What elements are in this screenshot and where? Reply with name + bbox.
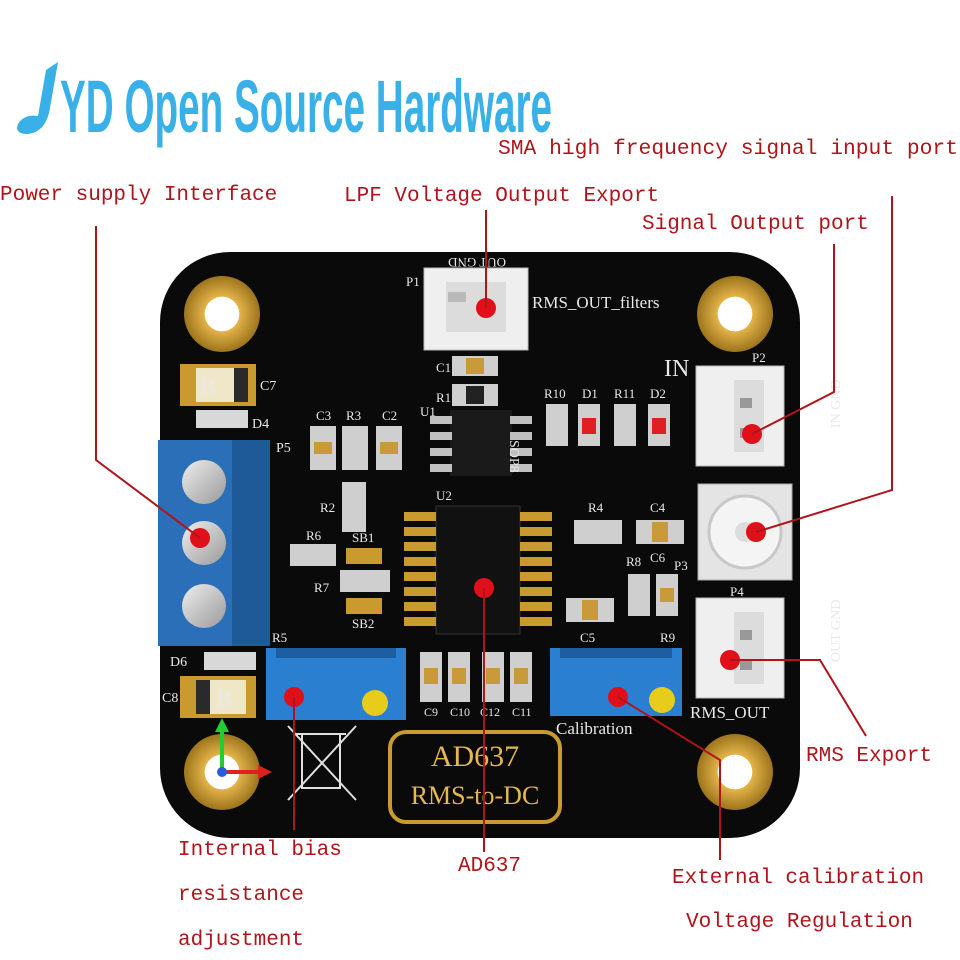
p2-pins-label: IN GND xyxy=(829,379,844,428)
filter-label: RMS_OUT_filters xyxy=(532,293,660,312)
diode-d4 xyxy=(196,410,248,428)
resistor-r10 xyxy=(546,404,568,446)
capacitor-array xyxy=(420,652,532,702)
in-label: IN xyxy=(664,356,689,382)
svg-text:R4: R4 xyxy=(588,500,604,515)
p1-pins-label: OUT GND xyxy=(448,255,506,270)
origin-axes-icon xyxy=(215,718,272,779)
chip-title: AD637 xyxy=(431,740,519,773)
potentiometer-r5 xyxy=(266,648,406,720)
adjust-screw-icon xyxy=(649,687,675,713)
svg-text:D1: D1 xyxy=(582,386,598,401)
svg-text:C11: C11 xyxy=(512,705,532,719)
u2-label: U2 xyxy=(436,488,452,503)
logo: YD Open Source Hardware xyxy=(17,62,552,148)
resistor-r7 xyxy=(340,570,390,592)
resistor-r11 xyxy=(614,404,636,446)
p4-pins-label: OUT GND xyxy=(829,600,844,662)
label-internal-bias-3: adjustment xyxy=(178,929,304,952)
c1-label: C1 xyxy=(436,360,451,375)
solder-bridge-sb2 xyxy=(346,598,382,614)
svg-text:P2: P2 xyxy=(752,350,766,365)
screw-icon xyxy=(182,460,226,504)
label-external-cal-2: Voltage Regulation xyxy=(686,911,913,934)
resistor-r4 xyxy=(574,520,622,544)
adjust-screw-icon xyxy=(362,690,388,716)
svg-text:C4: C4 xyxy=(650,500,666,515)
connector-p1 xyxy=(423,267,529,351)
connector-p4 xyxy=(695,597,785,699)
svg-text:C6: C6 xyxy=(650,550,666,565)
svg-text:R5: R5 xyxy=(272,630,287,645)
mounting-hole-top-left xyxy=(184,276,260,352)
label-internal-bias-1: Internal bias xyxy=(178,839,342,862)
svg-text:R7: R7 xyxy=(314,580,330,595)
screw-icon xyxy=(182,584,226,628)
p1-label: P1 xyxy=(406,274,420,289)
svg-text:R11: R11 xyxy=(614,386,635,401)
chip-title-box: AD637 RMS-to-DC xyxy=(388,730,562,824)
label-sma-input: SMA high frequency signal input port xyxy=(498,138,958,161)
svg-text:SOP8: SOP8 xyxy=(506,440,521,473)
svg-text:C2: C2 xyxy=(382,408,397,423)
tantalum-capacitor-c8: B xyxy=(180,676,256,718)
calibration-label: Calibration xyxy=(556,719,633,738)
svg-text:B: B xyxy=(216,687,232,713)
svg-text:SB2: SB2 xyxy=(352,616,374,631)
svg-text:R10: R10 xyxy=(544,386,566,401)
d4-label: D4 xyxy=(252,417,269,432)
svg-text:R3: R3 xyxy=(346,408,361,423)
svg-text:C9: C9 xyxy=(424,705,438,719)
svg-text:R8: R8 xyxy=(626,554,641,569)
chip-subtitle: RMS-to-DC xyxy=(411,781,540,810)
label-internal-bias-2: resistance xyxy=(178,884,304,907)
mounting-hole-bottom-right xyxy=(697,734,773,810)
resistor-r8 xyxy=(628,574,650,616)
ad637-chip-u2 xyxy=(404,505,552,635)
u1-label: U1 xyxy=(420,404,436,419)
tantalum-capacitor-c7: B xyxy=(180,364,256,406)
logo-text: YD Open Source Hardware xyxy=(60,65,552,148)
sop8-chip-u1: SOP8 xyxy=(430,410,532,476)
d6-label: D6 xyxy=(170,655,187,670)
c8-label: C8 xyxy=(162,691,178,706)
mounting-hole-top-right xyxy=(697,276,773,352)
sma-connector xyxy=(697,483,793,581)
leader-lines xyxy=(95,196,893,860)
pcb-board: B C7 D4 P5 D6 B C8 OUT GND xyxy=(158,252,844,838)
svg-text:SB1: SB1 xyxy=(352,530,374,545)
svg-text:B: B xyxy=(200,375,216,401)
rms-out-label: RMS_OUT xyxy=(690,703,770,722)
label-lpf-output: LPF Voltage Output Export xyxy=(344,185,659,208)
label-power-supply: Power supply Interface xyxy=(0,184,277,207)
label-rms-export: RMS Export xyxy=(806,745,932,768)
label-ad637: AD637 xyxy=(458,855,521,878)
svg-text:C3: C3 xyxy=(316,408,331,423)
svg-text:C10: C10 xyxy=(450,705,470,719)
svg-text:P4: P4 xyxy=(730,584,744,599)
resistor-r3 xyxy=(342,426,368,470)
svg-text:R6: R6 xyxy=(306,528,322,543)
svg-text:C12: C12 xyxy=(480,705,500,719)
c7-label: C7 xyxy=(260,379,276,394)
diode-d6 xyxy=(204,652,256,670)
callouts: Power supply Interface LPF Voltage Outpu… xyxy=(0,138,958,952)
label-external-cal-1: External calibration xyxy=(672,867,924,890)
screw-terminal-p5 xyxy=(158,440,270,646)
svg-text:P3: P3 xyxy=(674,558,688,573)
label-signal-output: Signal Output port xyxy=(642,213,869,236)
svg-text:R9: R9 xyxy=(660,630,675,645)
weee-bin-icon xyxy=(287,725,357,801)
svg-text:C5: C5 xyxy=(580,630,595,645)
connector-p2 xyxy=(695,365,785,467)
solder-bridge-sb1 xyxy=(346,548,382,564)
note-glyph-icon xyxy=(17,62,58,134)
r1-label: R1 xyxy=(436,390,451,405)
resistor-r6 xyxy=(290,544,336,566)
svg-text:D2: D2 xyxy=(650,386,666,401)
p5-label: P5 xyxy=(276,441,291,456)
resistor-r2 xyxy=(342,482,366,532)
svg-text:R2: R2 xyxy=(320,500,335,515)
